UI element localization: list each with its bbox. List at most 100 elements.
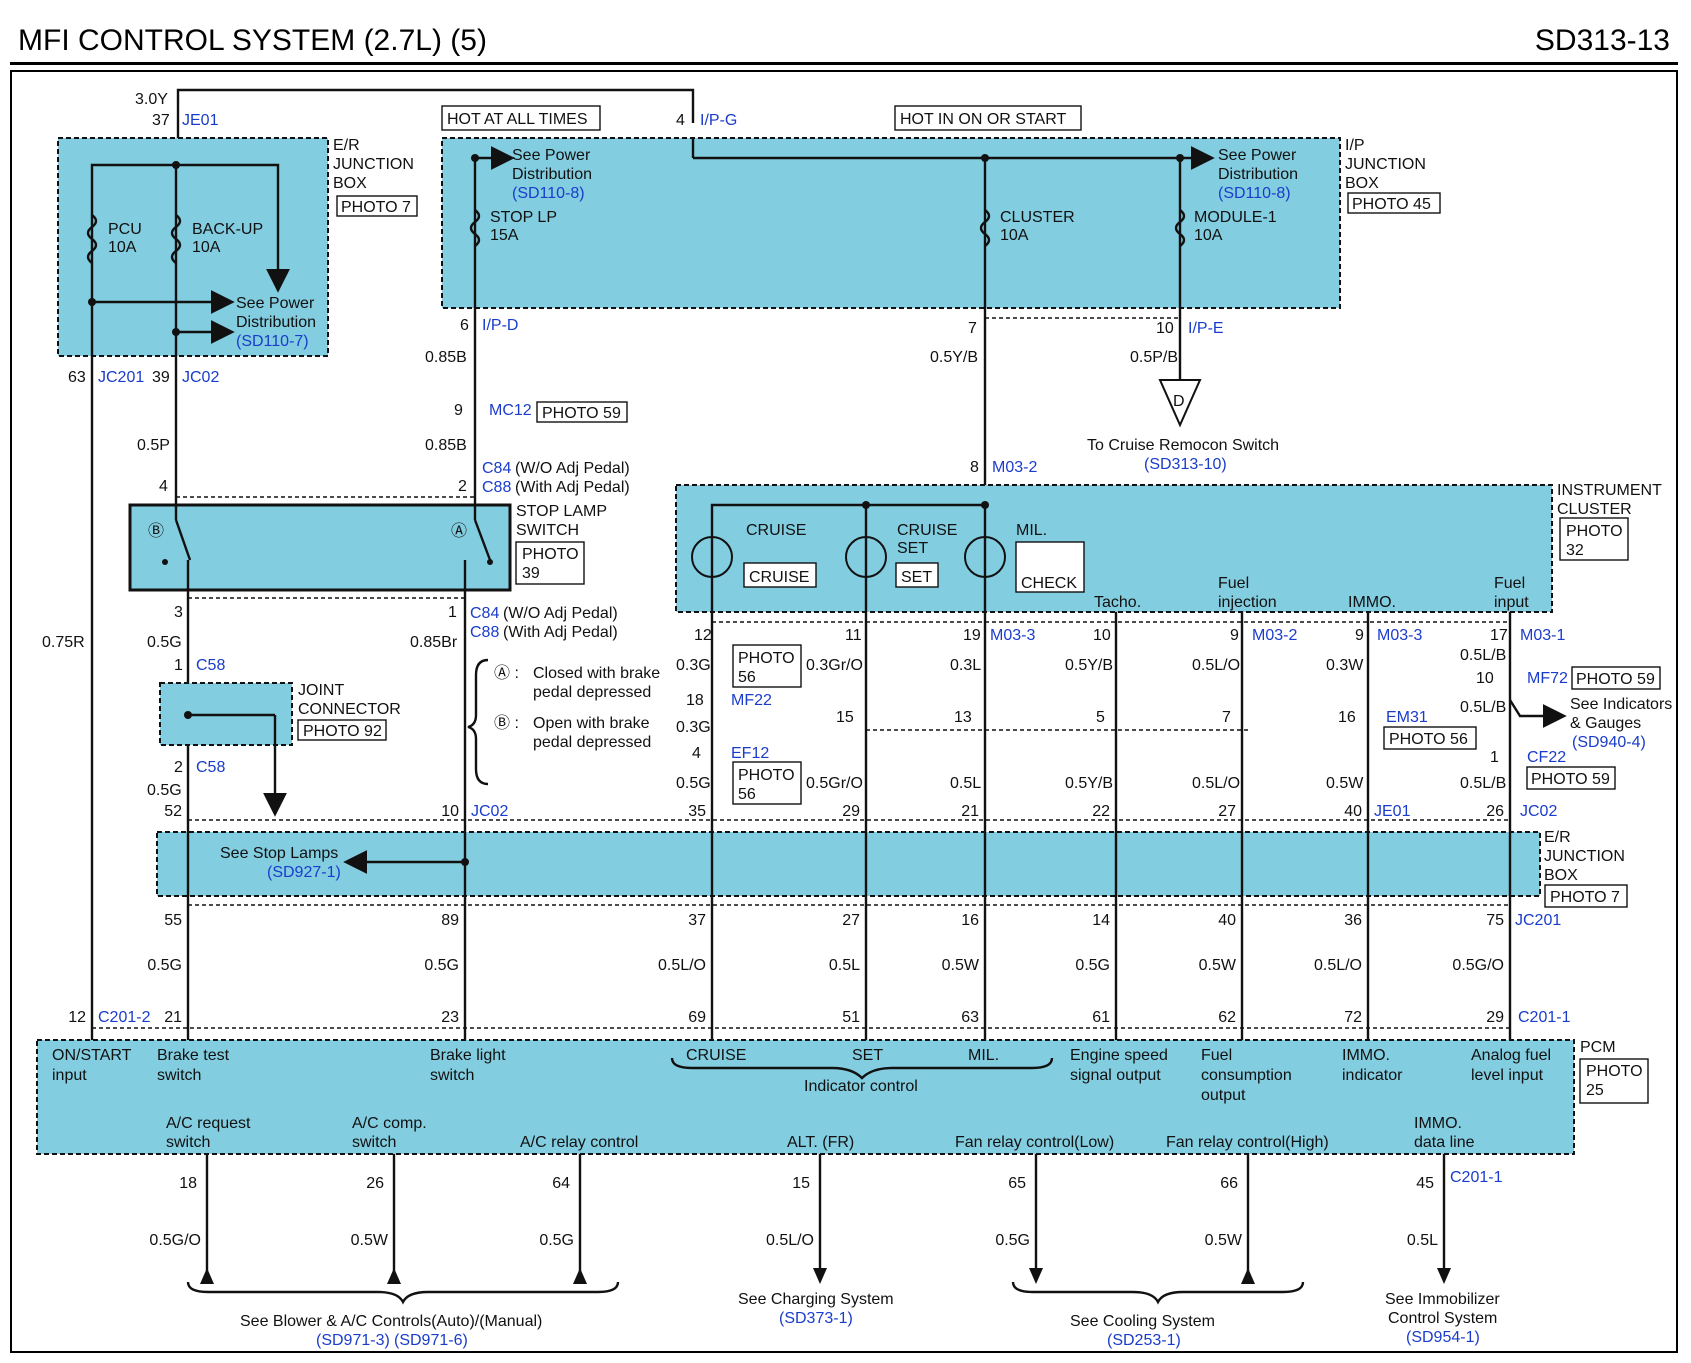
wire-085b-2: 0.85B [425, 437, 467, 454]
ip-see-left-1: See Power [512, 147, 591, 164]
page-code: SD313-13 [1534, 24, 1670, 57]
er-top-title-1: E/R [333, 137, 360, 154]
wire-085b: 0.85B [425, 349, 467, 366]
c2011b: C201-1 [1450, 1169, 1503, 1186]
pcm-ac-req-1: A/C request [166, 1115, 251, 1132]
m032: M03-2 [1252, 627, 1297, 644]
fuse-stop-lp: STOP LP [490, 209, 557, 226]
fuse-cluster: CLUSTER [1000, 209, 1075, 226]
jc02b: JC02 [1520, 803, 1557, 820]
pcm-ac-req-2: switch [166, 1134, 210, 1151]
mf22-pin: 18 [686, 692, 704, 709]
lamp-check-box: CHECK [1021, 575, 1077, 592]
wire-05yb: 0.5Y/B [1065, 657, 1113, 674]
wire-03g: 0.3G [676, 657, 711, 674]
m032-top: M03-2 [992, 459, 1037, 476]
cluster-tacho: Tacho. [1094, 594, 1141, 611]
wire-085br: 0.85Br [410, 634, 458, 651]
lower-wire-label: 0.5W [942, 957, 980, 974]
lamp-cruise: CRUISE [746, 522, 806, 539]
er-mid-top-pin: 26 [1486, 803, 1504, 820]
pcm-immo-data-1: IMMO. [1414, 1115, 1462, 1132]
je01-mid: JE01 [1374, 803, 1411, 820]
lower-wire-label: 0.5G [1075, 957, 1110, 974]
pin-9b: 9 [1355, 627, 1364, 644]
pcm-alt: ALT. (FR) [787, 1134, 854, 1151]
bottom-immob-ref: (SD954-1) [1406, 1329, 1480, 1346]
er-mid-bottom-pin: 14 [1092, 912, 1110, 929]
wire-03g-2: 0.3G [676, 719, 711, 736]
c84-bot: C84 [470, 605, 499, 622]
m033b: M03-3 [1377, 627, 1422, 644]
wire-05pb: 0.5P/B [1130, 349, 1178, 366]
note-b-2: pedal depressed [533, 734, 651, 751]
switch-photo-2: 39 [522, 565, 540, 582]
c84-bot-text: (W/O Adj Pedal) [503, 605, 618, 622]
er-mid-bottom-pin: 55 [164, 912, 182, 929]
note-b-1: Open with brake [533, 715, 650, 732]
er-mid-bottom-pin: 16 [961, 912, 979, 929]
pin-2: 2 [458, 478, 467, 495]
pin-4: 4 [159, 478, 168, 495]
er-top-see-1: See Power [236, 295, 315, 312]
left-wires [90, 308, 1510, 1040]
switch-a: Ⓐ [451, 522, 467, 540]
c58b: C58 [196, 759, 225, 776]
label-hot-on-start: HOT IN ON OR START [900, 111, 1066, 128]
label-boxes [297, 105, 1661, 1104]
pcm-top-pin: 61 [1092, 1009, 1110, 1026]
er-mid-bottom-pin: 27 [842, 912, 860, 929]
cf22-pin: 1 [1490, 749, 1499, 766]
m033a: M03-3 [990, 627, 1035, 644]
ef12-pin: 4 [692, 745, 701, 762]
pcm-immo-ind-2: indicator [1342, 1067, 1403, 1084]
ip-see-left-2: Distribution [512, 166, 592, 183]
er-top-ref: (SD110-7) [236, 333, 309, 350]
bottom-wire-label: 0.5W [351, 1232, 389, 1249]
see-ind-1: See Indicators [1570, 696, 1672, 713]
bottom-cooling: See Cooling System [1070, 1313, 1215, 1330]
pcm-top-pin: 29 [1486, 1009, 1504, 1026]
wire-075r: 0.75R [42, 634, 85, 651]
cluster-title-2: CLUSTER [1557, 501, 1632, 518]
braces [186, 658, 1305, 1305]
pcm-brake-light-1: Brake light [430, 1047, 506, 1064]
c58: C58 [196, 657, 225, 674]
wire-05l: 0.5L [950, 775, 981, 792]
m032-pin: 8 [970, 459, 979, 476]
lower-wire-label: 0.5G [424, 957, 459, 974]
bottom-wire-label: 0.5G/O [149, 1232, 201, 1249]
pcm-ac-relay: A/C relay control [520, 1134, 638, 1151]
pcm-box [36, 1039, 1575, 1155]
cf22: CF22 [1527, 749, 1566, 766]
wire-05w: 0.5W [1326, 775, 1364, 792]
pin-5: 5 [1096, 709, 1105, 726]
pin-15: 15 [836, 709, 854, 726]
cluster-fuel-inj-1: Fuel [1218, 575, 1249, 592]
wire-end-marker [1241, 1268, 1255, 1284]
pcm-photo-2: 25 [1586, 1082, 1604, 1099]
fuse-pcu: PCU [108, 221, 142, 238]
wire-05yb-2: 0.5Y/B [1065, 775, 1113, 792]
cluster-immo: IMMO. [1348, 594, 1396, 611]
fuse-backup: BACK-UP [192, 221, 263, 238]
bottom-blower-ref1: (SD971-3) [316, 1332, 390, 1349]
pcm-on-start-2: input [52, 1067, 87, 1084]
joint-title-2: CONNECTOR [298, 701, 401, 718]
er-top-left-pin: 63 [68, 369, 86, 386]
er-mid-title-3: BOX [1544, 867, 1578, 884]
er-mid-top-pin: 35 [688, 803, 706, 820]
wire-05g-mid: 0.5G [676, 775, 711, 792]
fuse-pcu-amp: 10A [108, 239, 137, 256]
wire-05lo-2: 0.5L/O [1192, 775, 1240, 792]
lower-wire-label: 0.5L/O [1314, 957, 1362, 974]
bottom-wire-label: 0.5G [539, 1232, 574, 1249]
stop-lamp-switch-box [128, 503, 512, 592]
er-mid-top-pin: 22 [1092, 803, 1110, 820]
pcm-immo-ind-1: IMMO. [1342, 1047, 1390, 1064]
pcm-engine-speed-1: Engine speed [1070, 1047, 1168, 1064]
pcm-top-pin: 21 [164, 1009, 182, 1026]
er-mid-top-pin: 52 [164, 803, 182, 820]
photo56a-1: PHOTO [738, 650, 795, 667]
er-mid-photo: PHOTO 7 [1550, 889, 1620, 906]
